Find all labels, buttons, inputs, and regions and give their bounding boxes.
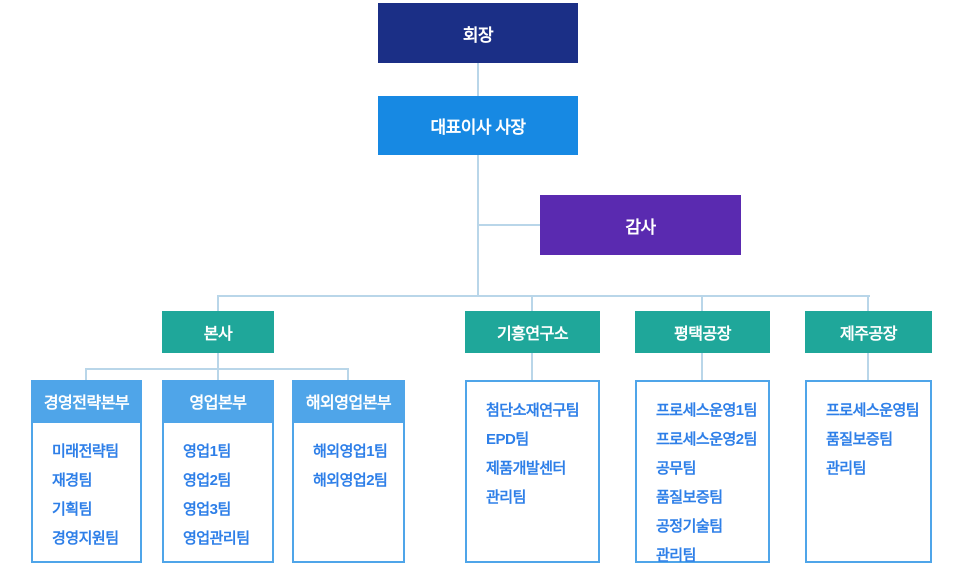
connector-pyeongtaek-down — [701, 353, 703, 380]
connector-headquarters-down — [217, 353, 219, 369]
team-list-pyeongtaek-plant: 프로세스운영1팀 프로세스운영2팀 공무팀 품질보증팀 공정기술팀 관리팀 — [637, 382, 768, 566]
team-item: 재경팀 — [52, 472, 92, 489]
connector-stub-overseas — [347, 368, 349, 380]
connector-divisions-horizontal — [217, 295, 870, 297]
connector-stub-strategy — [85, 368, 87, 380]
team-item: 제품개발센터 — [486, 460, 566, 477]
team-item: 해외영업1팀 — [313, 443, 388, 460]
connector-stub-headquarters — [217, 295, 219, 311]
connector-jeju-down — [867, 353, 869, 380]
team-item: 해외영업2팀 — [313, 472, 388, 489]
node-ceo: 대표이사 사장 — [378, 96, 578, 155]
team-box-jeju-plant: 프로세스운영팀 품질보증팀 관리팀 — [805, 380, 932, 563]
team-item: 공정기술팀 — [656, 518, 723, 535]
connector-stub-giheung — [531, 295, 533, 311]
team-item: 공무팀 — [656, 460, 696, 477]
team-item: 영업2팀 — [183, 472, 231, 489]
dept-header-overseas-sales: 해외영업본부 — [292, 380, 405, 421]
team-item: 영업관리팀 — [183, 530, 250, 547]
node-giheung-lab: 기흥연구소 — [465, 311, 600, 353]
node-chairman: 회장 — [378, 3, 578, 63]
team-item: 관리팀 — [486, 489, 526, 506]
team-list-giheung-lab: 첨단소재연구팀 EPD팀 제품개발센터 관리팀 — [467, 382, 598, 512]
team-list-overseas-sales: 해외영업1팀 해외영업2팀 — [294, 423, 403, 495]
team-item: 프로세스운영팀 — [826, 402, 920, 419]
team-item: 프로세스운영1팀 — [656, 402, 757, 419]
team-item: 품질보증팀 — [826, 431, 893, 448]
team-item: 첨단소재연구팀 — [486, 402, 580, 419]
team-item: 기획팀 — [52, 501, 92, 518]
team-box-pyeongtaek-plant: 프로세스운영1팀 프로세스운영2팀 공무팀 품질보증팀 공정기술팀 관리팀 — [635, 380, 770, 566]
connector-stub-jeju — [867, 295, 869, 311]
connector-giheung-down — [531, 353, 533, 380]
team-box-overseas-sales: 해외영업1팀 해외영업2팀 — [292, 421, 405, 563]
connector-to-auditor — [479, 224, 540, 226]
node-pyeongtaek-plant: 평택공장 — [635, 311, 770, 353]
node-jeju-plant: 제주공장 — [805, 311, 932, 353]
team-item: 영업3팀 — [183, 501, 231, 518]
team-item: EPD팀 — [486, 431, 529, 448]
node-headquarters: 본사 — [162, 311, 274, 353]
team-box-strategy: 미래전략팀 재경팀 기획팀 경영지원팀 — [31, 421, 142, 563]
team-item: 미래전략팀 — [52, 443, 119, 460]
team-item: 품질보증팀 — [656, 489, 723, 506]
connector-ceo-trunk — [477, 155, 479, 296]
team-list-jeju-plant: 프로세스운영팀 품질보증팀 관리팀 — [807, 382, 930, 483]
connector-chairman-ceo — [477, 63, 479, 96]
team-box-sales: 영업1팀 영업2팀 영업3팀 영업관리팀 — [162, 421, 274, 563]
team-item: 영업1팀 — [183, 443, 231, 460]
team-item: 프로세스운영2팀 — [656, 431, 757, 448]
node-auditor: 감사 — [540, 195, 741, 255]
dept-header-sales: 영업본부 — [162, 380, 274, 421]
dept-header-strategy: 경영전략본부 — [31, 380, 142, 421]
connector-stub-pyeongtaek — [701, 295, 703, 311]
team-item: 관리팀 — [656, 547, 696, 564]
team-list-sales: 영업1팀 영업2팀 영업3팀 영업관리팀 — [164, 423, 272, 553]
connector-stub-sales — [217, 368, 219, 380]
team-item: 관리팀 — [826, 460, 866, 477]
team-item: 경영지원팀 — [52, 530, 119, 547]
team-box-giheung-lab: 첨단소재연구팀 EPD팀 제품개발센터 관리팀 — [465, 380, 600, 563]
team-list-strategy: 미래전략팀 재경팀 기획팀 경영지원팀 — [33, 423, 140, 553]
